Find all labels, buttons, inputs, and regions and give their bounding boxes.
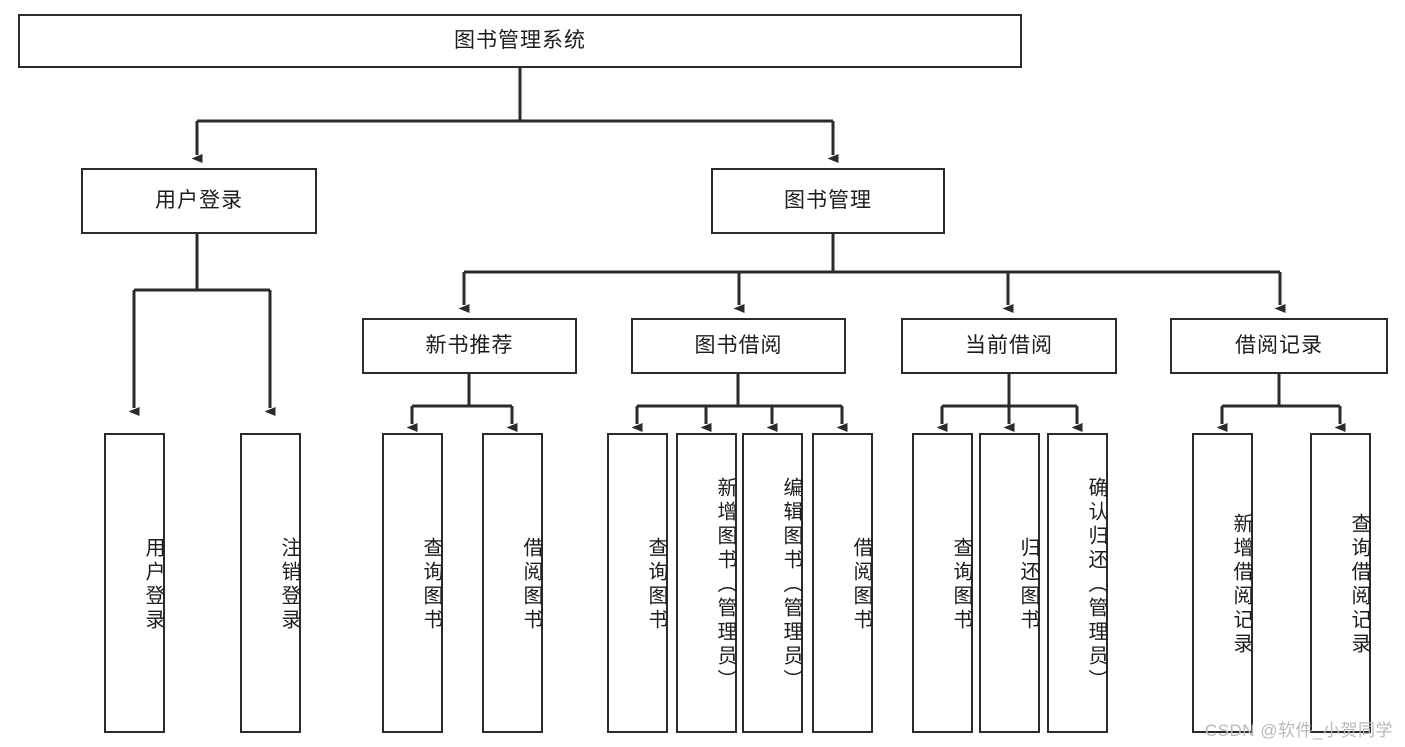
leaf-add-book-admin-label: 新增图书（管理员） xyxy=(714,477,736,693)
leaf-return-book[interactable]: 归还图书 xyxy=(979,433,1040,733)
leaf-query-book-borrow-label: 查询图书 xyxy=(645,537,667,633)
watermark-text: CSDN @软件_小贺同学 xyxy=(1204,721,1393,740)
node-current-borrow-label: 当前借阅 xyxy=(965,334,1053,358)
leaf-query-borrow-record-label: 查询借阅记录 xyxy=(1348,513,1370,657)
node-user-login-label: 用户登录 xyxy=(155,189,243,213)
leaf-return-book-label: 归还图书 xyxy=(1017,537,1039,633)
leaf-user-login-label: 用户登录 xyxy=(142,537,164,633)
leaf-confirm-return-admin[interactable]: 确认归还（管理员） xyxy=(1047,433,1108,733)
leaf-edit-book-admin-label: 编辑图书（管理员） xyxy=(780,477,802,693)
leaf-logout[interactable]: 注销登录 xyxy=(240,433,301,733)
node-book-borrow[interactable]: 图书借阅 xyxy=(631,318,846,374)
node-borrow-record-label: 借阅记录 xyxy=(1235,334,1323,358)
node-new-book-recommendation-label: 新书推荐 xyxy=(425,334,514,358)
node-book-management-label: 图书管理 xyxy=(784,189,872,213)
node-root[interactable]: 图书管理系统 xyxy=(18,14,1022,68)
node-root-label: 图书管理系统 xyxy=(454,29,586,53)
leaf-query-book-current-label: 查询图书 xyxy=(950,537,972,633)
leaf-add-book-admin[interactable]: 新增图书（管理员） xyxy=(676,433,737,733)
node-book-borrow-label: 图书借阅 xyxy=(694,334,783,358)
node-new-book-recommendation[interactable]: 新书推荐 xyxy=(362,318,577,374)
leaf-add-borrow-record-label: 新增借阅记录 xyxy=(1230,513,1252,657)
leaf-query-borrow-record[interactable]: 查询借阅记录 xyxy=(1310,433,1371,733)
leaf-borrow-book-recommendation-label: 借阅图书 xyxy=(520,537,542,633)
leaf-query-book-recommendation[interactable]: 查询图书 xyxy=(382,433,443,733)
leaf-borrow-book[interactable]: 借阅图书 xyxy=(812,433,873,733)
leaf-confirm-return-admin-label: 确认归还（管理员） xyxy=(1085,477,1107,693)
leaf-user-login[interactable]: 用户登录 xyxy=(104,433,165,733)
node-user-login[interactable]: 用户登录 xyxy=(81,168,317,234)
node-current-borrow[interactable]: 当前借阅 xyxy=(901,318,1117,374)
leaf-query-book-recommendation-label: 查询图书 xyxy=(420,537,442,633)
leaf-borrow-book-recommendation[interactable]: 借阅图书 xyxy=(482,433,543,733)
leaf-query-book-current[interactable]: 查询图书 xyxy=(912,433,973,733)
node-borrow-record[interactable]: 借阅记录 xyxy=(1170,318,1388,374)
leaf-add-borrow-record[interactable]: 新增借阅记录 xyxy=(1192,433,1253,733)
leaf-edit-book-admin[interactable]: 编辑图书（管理员） xyxy=(742,433,803,733)
node-book-management[interactable]: 图书管理 xyxy=(711,168,945,234)
leaf-query-book-borrow[interactable]: 查询图书 xyxy=(607,433,668,733)
leaf-borrow-book-label: 借阅图书 xyxy=(850,537,872,633)
leaf-logout-label: 注销登录 xyxy=(278,537,300,633)
